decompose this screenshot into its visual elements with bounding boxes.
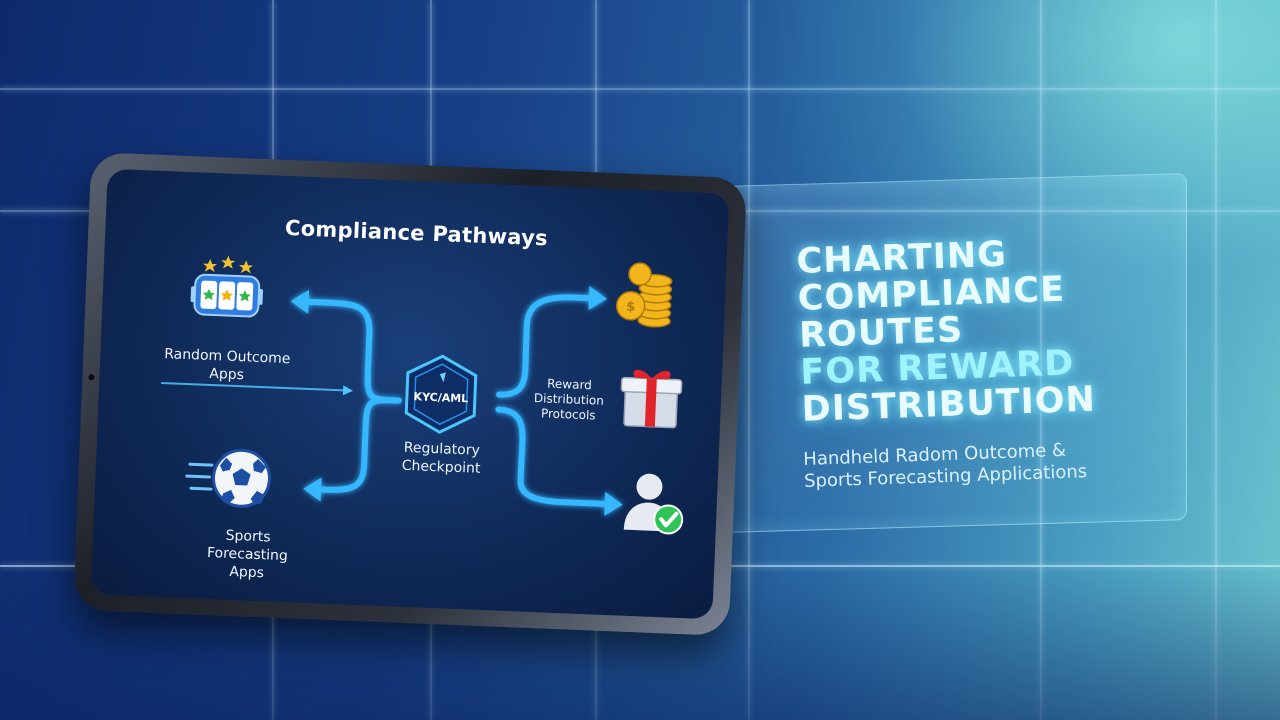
verified-user-icon [623,473,684,535]
gold-coins-icon: $ [615,262,673,328]
arrowhead-right-top [588,286,607,311]
flow-arrow-to-random-outcome [299,298,402,404]
slot-machine-icon [190,255,264,318]
flow-arrow-to-user [495,406,613,508]
tablet-device: Compliance Pathways [73,152,747,636]
input-line [161,382,345,392]
arrowhead-right-bottom [604,491,623,516]
checkpoint-label: Regulatory Checkpoint [381,438,502,479]
source-label-random-outcome: Random Outcome Apps [151,345,302,387]
headline: CHARTING COMPLIANCE ROUTES FOR REWARD DI… [796,230,1202,430]
source-label-sports: Sports Forecasting Apps [191,525,303,583]
arrowhead-left-top [290,289,310,314]
tablet-screen: Compliance Pathways [90,168,730,620]
input-arrowhead [342,385,354,396]
flow-arrow-to-coins [496,294,596,398]
gift-box-icon [620,369,683,429]
protocols-label: Reward Distribution Protocols [518,375,620,424]
svg-text:$: $ [626,300,636,315]
shield-badge-icon [404,354,478,434]
arrowhead-left-bottom [303,477,322,502]
soccer-ball-icon [184,448,271,508]
camera-icon [88,374,95,381]
flow-arrow-to-sports [312,397,402,493]
flow-diagram [161,286,623,516]
